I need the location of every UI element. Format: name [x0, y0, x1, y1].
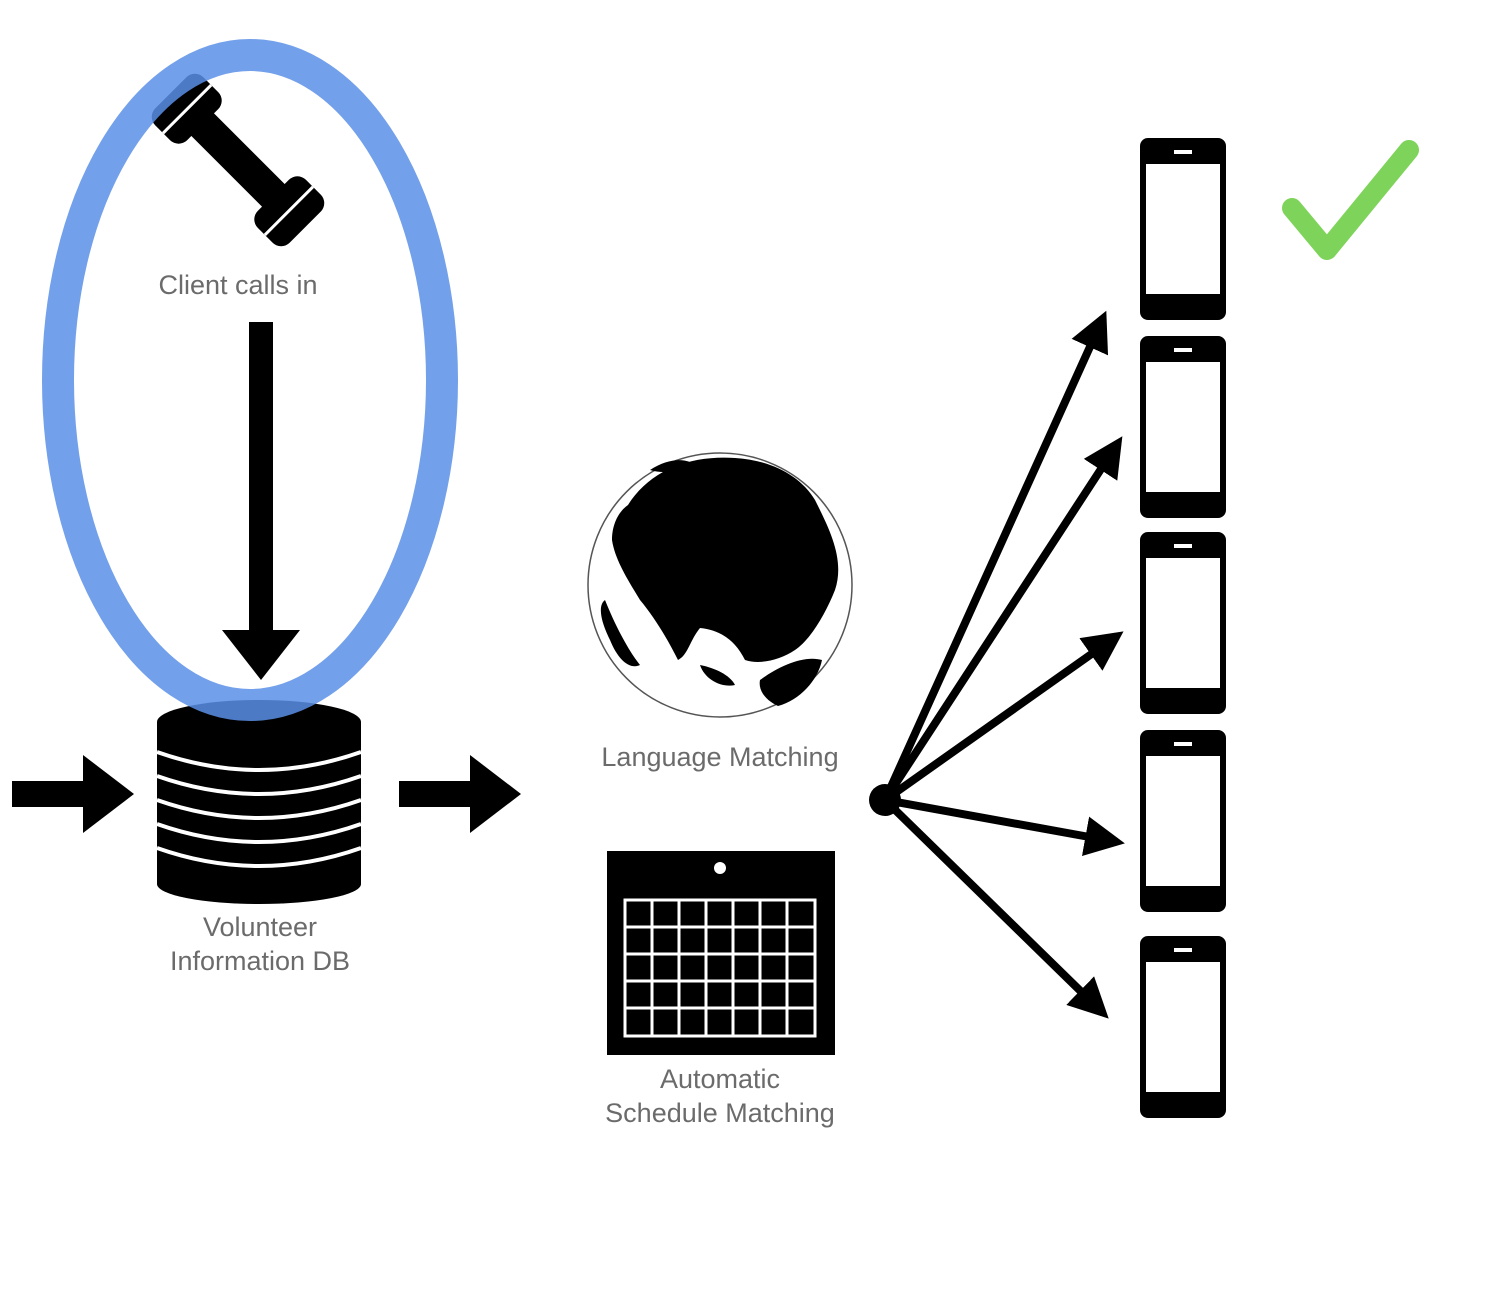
smartphone-icon: [1140, 138, 1226, 320]
highlight-ring: [42, 39, 458, 721]
arrow-to-phone-1: [881, 310, 1109, 802]
arrow-db-to-matching: [399, 755, 521, 833]
database-icon: [156, 700, 362, 904]
smartphone-icon: [1140, 936, 1226, 1118]
smartphone-icon: [1140, 532, 1226, 714]
checkmark-icon: [1282, 140, 1419, 260]
schedule-matching-label: Automatic Schedule Matching: [605, 1064, 835, 1128]
language-matching-label: Language Matching: [601, 742, 839, 772]
client-calls-in-label: Client calls in: [158, 270, 318, 300]
smartphone-icon: [1140, 336, 1226, 518]
arrow-input-to-db: [12, 755, 134, 833]
arrow-to-phone-3: [882, 631, 1124, 804]
arrow-to-phone-2: [881, 436, 1123, 803]
volunteer-db-label: Volunteer Information DB: [169, 912, 351, 976]
arrow-to-phone-4: [884, 796, 1125, 856]
arrow-to-phone-5: [882, 797, 1109, 1019]
arrow-call-to-db: [222, 322, 300, 680]
globe-icon: [587, 452, 853, 718]
phone-icon: [151, 73, 325, 247]
fanout-arrows: [869, 310, 1125, 1019]
smartphone-icon: [1140, 730, 1226, 912]
calendar-icon: [607, 851, 835, 1055]
